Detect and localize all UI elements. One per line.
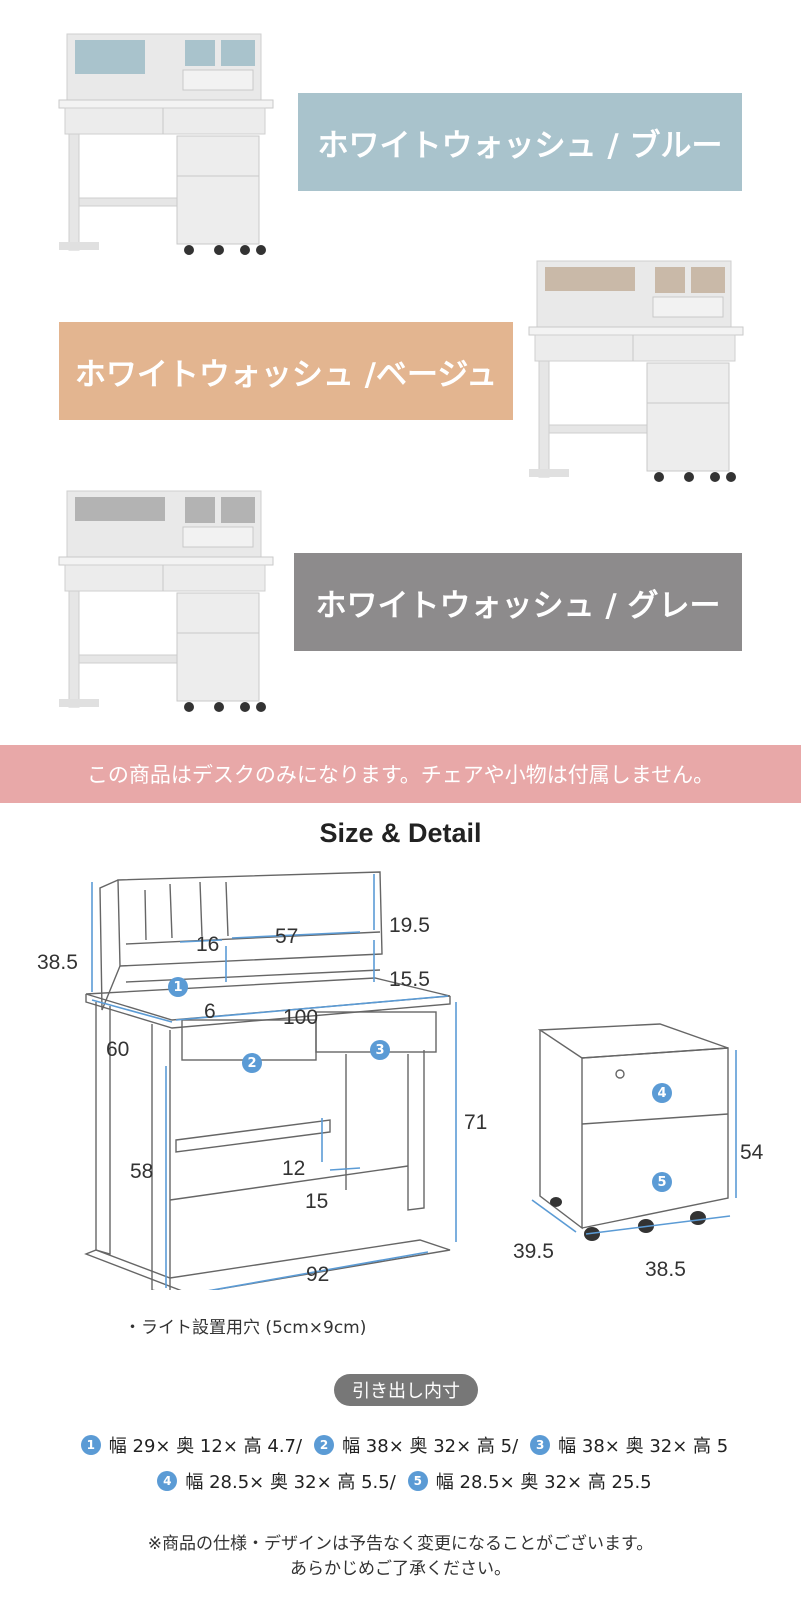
dim-57: 57 xyxy=(275,925,299,948)
spec-line-1: 1 幅 29× 奥 12× 高 4.7/ 2 幅 38× 奥 32× 高 5/ … xyxy=(0,1432,801,1458)
badge-4: 4 xyxy=(652,1083,672,1103)
dim-38-5-hutch: 38.5 xyxy=(37,951,78,974)
dim-100: 100 xyxy=(283,1006,319,1029)
drawer-inner-size-title: 引き出し内寸 xyxy=(334,1374,478,1406)
variant-label-gray: ホワイトウォッシュ / グレー xyxy=(294,553,742,651)
footer-disclaimer-1: ※商品の仕様・デザインは予告なく変更になることがございます。 xyxy=(147,1534,654,1554)
dim-39-5: 39.5 xyxy=(513,1240,554,1263)
spec-text-3: 幅 38× 奥 32× 高 5 xyxy=(558,1436,729,1457)
spec-badge-5: 5 xyxy=(407,1471,428,1491)
spec-badge-3: 3 xyxy=(530,1435,551,1455)
dim-60: 60 xyxy=(106,1038,130,1061)
badge-2: 2 xyxy=(242,1053,262,1073)
desk-photo-blue xyxy=(58,33,274,255)
spec-text-2: 幅 38× 奥 32× 高 5/ xyxy=(342,1436,519,1457)
dim-15: 15 xyxy=(305,1190,329,1213)
spec-badge-2: 2 xyxy=(314,1435,335,1455)
dim-12: 12 xyxy=(282,1157,306,1180)
dim-15-5: 15.5 xyxy=(389,968,430,991)
light-hole-note: ・ライト設置用穴 (5cm×9cm) xyxy=(124,1318,367,1338)
dim-38-5-cabinet: 38.5 xyxy=(645,1258,686,1281)
dim-19-5: 19.5 xyxy=(389,914,430,937)
spec-badge-4: 4 xyxy=(157,1471,178,1491)
spec-line-2: 4 幅 28.5× 奥 32× 高 5.5/ 5 幅 28.5× 奥 32× 高… xyxy=(0,1468,801,1494)
dim-16: 16 xyxy=(196,933,220,956)
variant-label-beige: ホワイトウォッシュ /ベージュ xyxy=(59,322,513,420)
dim-54: 54 xyxy=(740,1141,764,1164)
cabinet-diagram xyxy=(531,1023,737,1241)
dim-6: 6 xyxy=(204,1000,216,1023)
notice-banner: この商品はデスクのみになります。チェアや小物は付属しません。 xyxy=(0,745,801,803)
spec-text-1: 幅 29× 奥 12× 高 4.7/ xyxy=(108,1436,303,1457)
spec-text-4: 幅 28.5× 奥 32× 高 5.5/ xyxy=(185,1472,396,1493)
spec-text-5: 幅 28.5× 奥 32× 高 25.5 xyxy=(435,1472,652,1493)
badge-5: 5 xyxy=(652,1172,672,1192)
spec-badge-1: 1 xyxy=(80,1435,101,1455)
footer-disclaimer-2: あらかじめご了承ください。 xyxy=(290,1559,511,1579)
dim-58: 58 xyxy=(130,1160,154,1183)
desk-photo-gray xyxy=(58,490,274,712)
dim-71: 71 xyxy=(464,1111,488,1134)
size-detail-heading: Size & Detail xyxy=(319,818,482,848)
desk-photo-beige xyxy=(528,260,744,482)
badge-3: 3 xyxy=(370,1040,390,1060)
badge-1: 1 xyxy=(168,977,188,997)
dim-92: 92 xyxy=(306,1263,330,1286)
variant-label-blue: ホワイトウォッシュ / ブルー xyxy=(298,93,742,191)
